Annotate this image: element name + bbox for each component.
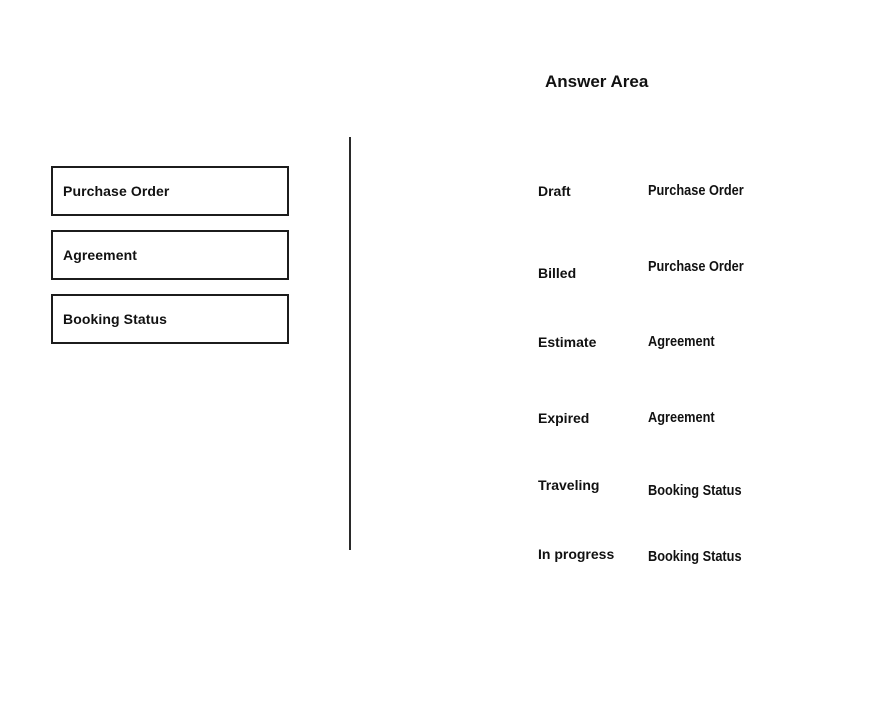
source-item-label: Booking Status xyxy=(63,311,168,327)
dropped-item-expired[interactable]: Agreement xyxy=(648,410,715,426)
answer-row-label-traveling: Traveling xyxy=(538,477,600,493)
dropped-item-traveling[interactable]: Booking Status xyxy=(648,483,742,499)
source-item-purchase-order[interactable]: Purchase Order xyxy=(51,166,289,216)
answer-row-label-billed: Billed xyxy=(538,265,577,281)
dropped-item-in-progress[interactable]: Booking Status xyxy=(648,549,742,565)
source-item-label: Agreement xyxy=(63,247,138,263)
source-item-agreement[interactable]: Agreement xyxy=(51,230,289,280)
divider-line xyxy=(349,137,351,550)
answer-area-title: Answer Area xyxy=(545,72,649,91)
answer-row-label-in-progress: In progress xyxy=(538,546,615,562)
dropped-item-billed[interactable]: Purchase Order xyxy=(648,259,744,275)
source-item-label: Purchase Order xyxy=(63,183,170,199)
answer-row-label-estimate: Estimate xyxy=(538,334,597,350)
source-item-booking-status[interactable]: Booking Status xyxy=(51,294,289,344)
dropped-item-estimate[interactable]: Agreement xyxy=(648,334,715,350)
answer-row-label-draft: Draft xyxy=(538,183,571,199)
dropped-item-draft[interactable]: Purchase Order xyxy=(648,183,744,199)
answer-row-label-expired: Expired xyxy=(538,410,590,426)
